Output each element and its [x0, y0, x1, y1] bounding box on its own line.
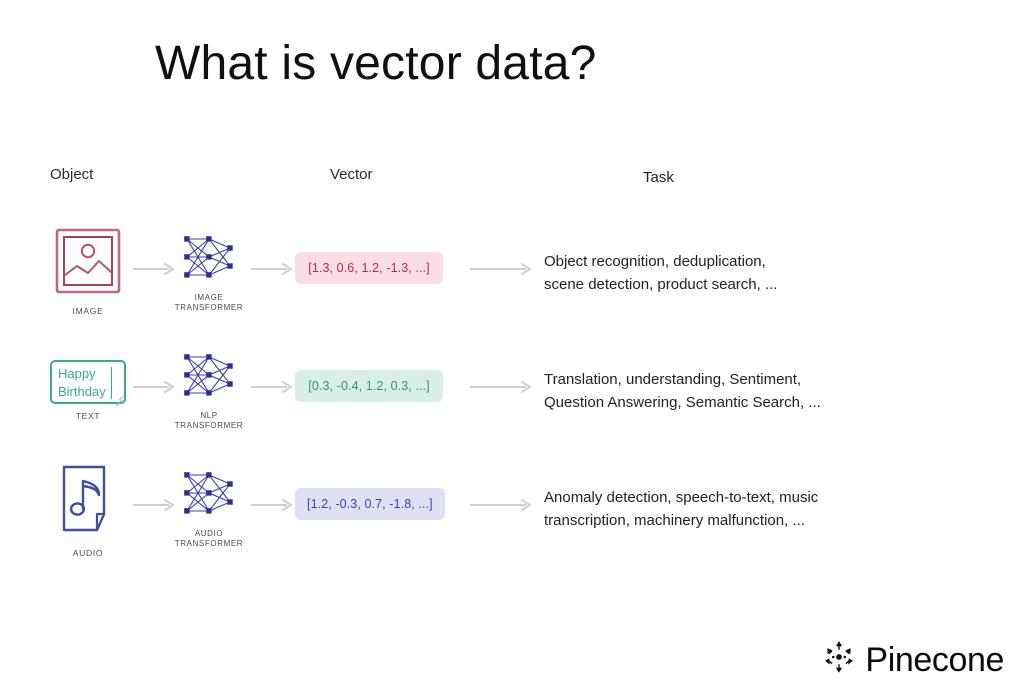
- object-caption-audio: AUDIO: [72, 548, 104, 558]
- pinecone-wordmark: Pinecone: [865, 640, 1004, 679]
- transformer-cell-image: IMAGE TRANSFORMER: [173, 232, 245, 313]
- task-line-2: transcription, machinery malfunction, ..…: [544, 512, 805, 529]
- object-caption-text: TEXT: [75, 411, 101, 421]
- transformer-caption-nlp: NLP TRANSFORMER: [173, 411, 245, 431]
- arrow-right-icon: [470, 498, 532, 511]
- arrow-right-icon: [251, 380, 293, 393]
- task-text-text: Translation, understanding, Sentiment, Q…: [544, 368, 964, 414]
- pipeline-row-audio: AUDIO: [0, 464, 1018, 584]
- text-box-line-1: Happy: [58, 366, 96, 381]
- object-cell-audio: AUDIO: [48, 464, 128, 558]
- arrow-right-icon: [133, 262, 175, 275]
- column-header-vector: Vector: [330, 166, 373, 183]
- transformer-caption-audio: AUDIO TRANSFORMER: [173, 529, 245, 549]
- neural-network-icon: [180, 236, 238, 286]
- arrow-right-icon: [251, 262, 293, 275]
- arrow-right-icon: [251, 498, 293, 511]
- arrow-right-icon: [470, 262, 532, 275]
- text-caret: [111, 367, 112, 399]
- image-file-icon: [55, 228, 121, 298]
- transformer-caption-line-2: TRANSFORMER: [174, 303, 244, 312]
- task-text-audio: Anomaly detection, speech-to-text, music…: [544, 486, 964, 532]
- task-text-image: Object recognition, deduplication, scene…: [544, 250, 964, 296]
- transformer-caption-line-2: TRANSFORMER: [174, 421, 244, 430]
- transformer-caption-image: IMAGE TRANSFORMER: [173, 293, 245, 313]
- object-cell-image: IMAGE: [48, 228, 128, 316]
- pinecone-logo-icon: [822, 640, 856, 679]
- arrow-right-icon: [133, 498, 175, 511]
- pipeline-row-image: IMAGE: [0, 228, 1018, 348]
- neural-network-icon: [180, 472, 238, 522]
- vector-chip-text: [0.3, -0.4, 1.2, 0.3, ...]: [295, 370, 443, 402]
- task-line-1: Object recognition, deduplication,: [544, 253, 766, 270]
- page-title: What is vector data?: [155, 37, 597, 90]
- audio-file-icon: [55, 465, 121, 540]
- transformer-caption-line-1: AUDIO: [194, 529, 224, 538]
- resize-handle-icon: [113, 391, 123, 407]
- transformer-caption-line-1: NLP: [200, 411, 218, 420]
- neural-network-icon: [180, 354, 238, 404]
- task-line-1: Translation, understanding, Sentiment,: [544, 371, 802, 388]
- transformer-caption-line-2: TRANSFORMER: [174, 539, 244, 548]
- column-header-object: Object: [50, 166, 94, 183]
- vector-chip-audio: [1.2, -0.3, 0.7, -1.8, ...]: [295, 488, 445, 520]
- text-box-icon: Happy Birthday: [50, 360, 126, 407]
- object-caption-image: IMAGE: [72, 306, 104, 316]
- vector-chip-image: [1.3, 0.6, 1.2, -1.3, ...]: [295, 252, 443, 284]
- text-box-content: Happy Birthday: [58, 365, 106, 401]
- task-line-1: Anomaly detection, speech-to-text, music: [544, 489, 819, 506]
- pipeline-row-text: Happy Birthday TEXT: [0, 346, 1018, 466]
- pinecone-logo: Pinecone: [822, 640, 1004, 679]
- arrow-right-icon: [133, 380, 175, 393]
- arrow-right-icon: [470, 380, 532, 393]
- column-header-task: Task: [643, 169, 674, 186]
- task-line-2: scene detection, product search, ...: [544, 276, 778, 293]
- transformer-cell-nlp: NLP TRANSFORMER: [173, 350, 245, 431]
- transformer-caption-line-1: IMAGE: [194, 293, 224, 302]
- transformer-cell-audio: AUDIO TRANSFORMER: [173, 468, 245, 549]
- text-box-line-2: Birthday: [58, 384, 106, 399]
- task-line-2: Question Answering, Semantic Search, ...: [544, 394, 821, 411]
- object-cell-text: Happy Birthday TEXT: [48, 346, 128, 421]
